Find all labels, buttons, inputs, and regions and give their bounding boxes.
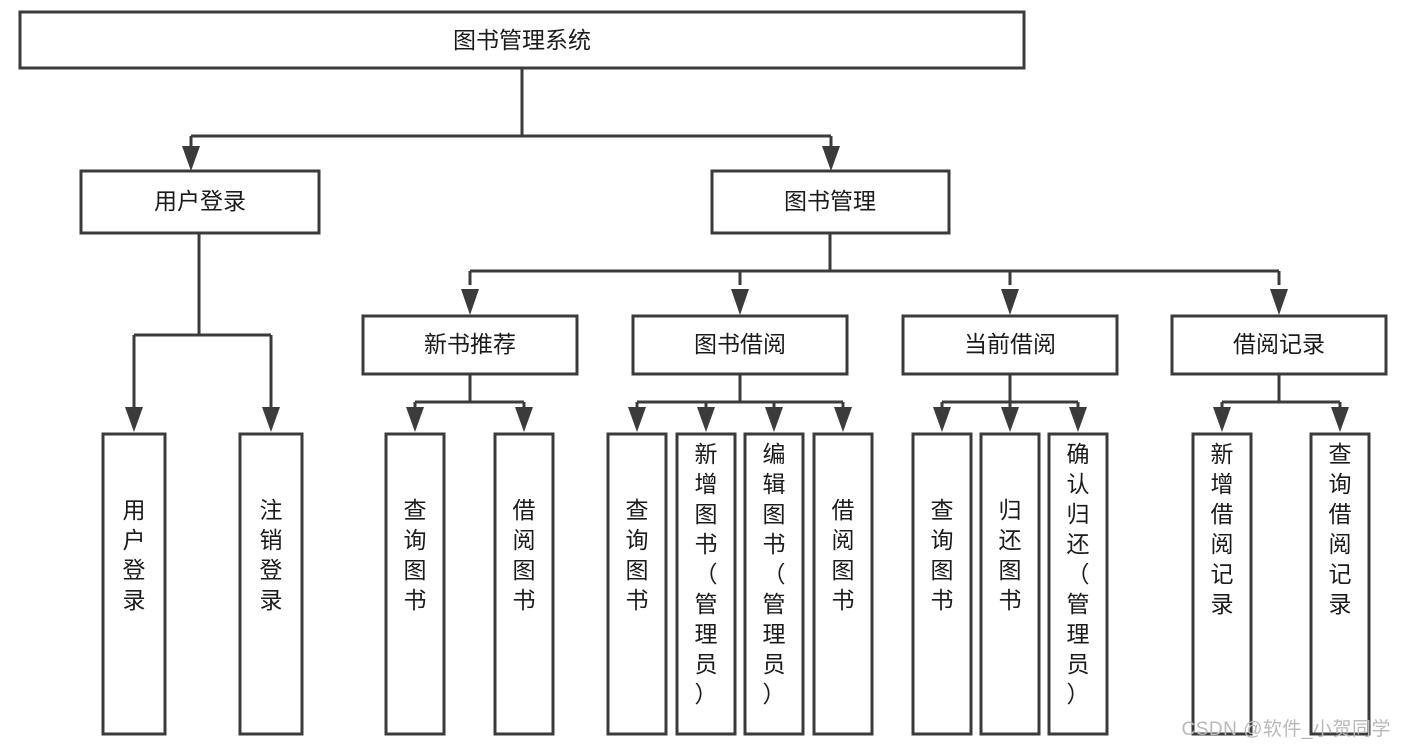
node-current-borrow-box[interactable] (901, 314, 1119, 376)
arrow-to-current-borrow (1001, 289, 1019, 315)
leaf-query-book-1-box[interactable] (384, 432, 446, 736)
leaf-borrow-book-2[interactable]: 借阅图书 (812, 432, 874, 736)
node-book-borrow-box[interactable] (631, 314, 849, 376)
node-book-borrow-label: 图书借阅 (694, 331, 786, 357)
leaf-edit-book-label: 编辑图书（管理员） (763, 441, 786, 707)
leaf-borrow-book-2-box[interactable] (812, 432, 874, 736)
leaf-add-book[interactable]: 新增图书（管理员） (675, 432, 737, 736)
edge-user-login-trunk (132, 232, 273, 408)
edge-current-borrow-trunk (940, 375, 1080, 410)
node-root-box[interactable] (18, 10, 1026, 70)
leaf-query-book-2-label: 查询图书 (626, 497, 649, 613)
leaf-add-record-box[interactable] (1191, 432, 1253, 736)
leaf-return-book-label: 归还图书 (999, 497, 1022, 613)
leaf-add-book-label: 新增图书（管理员） (695, 441, 718, 707)
leaf-query-record-box[interactable] (1309, 432, 1371, 736)
node-current-borrow[interactable]: 当前借阅 (901, 314, 1119, 376)
arrow-to-leaf-add-record (1213, 407, 1231, 432)
arrow-to-leaf-query-record (1331, 407, 1349, 432)
node-book-manage[interactable]: 图书管理 (710, 169, 951, 235)
leaf-borrow-book-1-label: 借阅图书 (513, 497, 536, 613)
node-new-book-recommend[interactable]: 新书推荐 (361, 314, 579, 376)
leaf-query-book-2[interactable]: 查询图书 (606, 432, 668, 736)
arrow-to-leaf-edit-book (765, 407, 783, 432)
leaf-query-book-2-box[interactable] (606, 432, 668, 736)
leaf-user-login-label: 用户登录 (123, 497, 146, 613)
node-user-login-box[interactable] (79, 169, 321, 235)
arrow-to-leaf-borrow-book-2 (834, 407, 852, 432)
leaf-edit-book[interactable]: 编辑图书（管理员） (743, 432, 805, 736)
leaf-confirm-return-label: 确认归还（管理员） (1067, 441, 1090, 707)
edges-layer (125, 68, 1349, 432)
arrow-to-book-borrow (731, 289, 749, 315)
arrow-to-new-book-recommend (461, 289, 479, 315)
node-borrow-record-label: 借阅记录 (1233, 331, 1325, 357)
leaf-query-book-1[interactable]: 查询图书 (384, 432, 446, 736)
node-new-book-recommend-label: 新书推荐 (424, 331, 516, 357)
arrow-to-leaf-query-book-3 (933, 407, 951, 432)
edge-root-trunk (189, 68, 833, 160)
node-new-book-recommend-box[interactable] (361, 314, 579, 376)
leaf-query-record-label: 查询借阅记录 (1329, 441, 1352, 617)
edge-borrow-record-trunk (1220, 375, 1342, 410)
leaf-edit-book-box[interactable] (743, 432, 805, 736)
node-book-manage-label: 图书管理 (784, 188, 876, 214)
leaf-user-login-box[interactable] (101, 432, 167, 736)
leaf-query-book-3[interactable]: 查询图书 (911, 432, 973, 736)
node-borrow-record-box[interactable] (1170, 314, 1388, 376)
leaf-return-book-box[interactable] (979, 432, 1041, 736)
arrow-to-leaf-query-book-1 (406, 407, 424, 432)
arrow-to-borrow-record (1270, 289, 1288, 315)
arrow-to-user-login (182, 146, 200, 171)
node-borrow-record[interactable]: 借阅记录 (1170, 314, 1388, 376)
node-current-borrow-label: 当前借阅 (964, 331, 1056, 357)
arrow-to-leaf-user-login (125, 407, 143, 432)
node-root-label: 图书管理系统 (453, 27, 591, 53)
arrow-to-book-manage (822, 146, 840, 171)
leaf-return-book[interactable]: 归还图书 (979, 432, 1041, 736)
arrow-to-leaf-logout (262, 407, 280, 432)
leaf-borrow-book-1-box[interactable] (493, 432, 555, 736)
leaf-add-record-label: 新增借阅记录 (1211, 441, 1234, 617)
leaf-query-book-3-label: 查询图书 (931, 497, 954, 613)
leaf-logout-label: 注销登录 (260, 497, 283, 613)
leaf-add-book-box[interactable] (675, 432, 737, 736)
arrow-to-leaf-query-book-2 (628, 407, 646, 432)
edge-book-borrow-trunk (635, 375, 845, 410)
leaf-logout[interactable]: 注销登录 (238, 432, 304, 736)
leaf-user-login[interactable]: 用户登录 (101, 432, 167, 736)
leaf-borrow-book-1[interactable]: 借阅图书 (493, 432, 555, 736)
arrow-to-leaf-borrow-book-1 (515, 407, 533, 432)
leaf-confirm-return-box[interactable] (1047, 432, 1109, 736)
arrow-to-leaf-return-book (1001, 407, 1019, 432)
edge-book-manage-trunk (468, 232, 1281, 285)
node-root[interactable]: 图书管理系统 (18, 10, 1026, 70)
node-user-login-label: 用户登录 (154, 188, 246, 214)
leaf-add-record[interactable]: 新增借阅记录 (1191, 432, 1253, 736)
leaf-borrow-book-2-label: 借阅图书 (832, 497, 855, 613)
arrow-to-leaf-add-book (697, 407, 715, 432)
edge-new-book-recommend-trunk (413, 375, 526, 410)
leaf-query-book-1-label: 查询图书 (404, 497, 427, 613)
arrow-to-leaf-confirm-return (1069, 407, 1087, 432)
leaf-query-record[interactable]: 查询借阅记录 (1309, 432, 1371, 736)
node-user-login[interactable]: 用户登录 (79, 169, 321, 235)
node-book-borrow[interactable]: 图书借阅 (631, 314, 849, 376)
leaf-confirm-return[interactable]: 确认归还（管理员） (1047, 432, 1109, 736)
leaf-logout-box[interactable] (238, 432, 304, 736)
node-book-manage-box[interactable] (710, 169, 951, 235)
leaf-query-book-3-box[interactable] (911, 432, 973, 736)
